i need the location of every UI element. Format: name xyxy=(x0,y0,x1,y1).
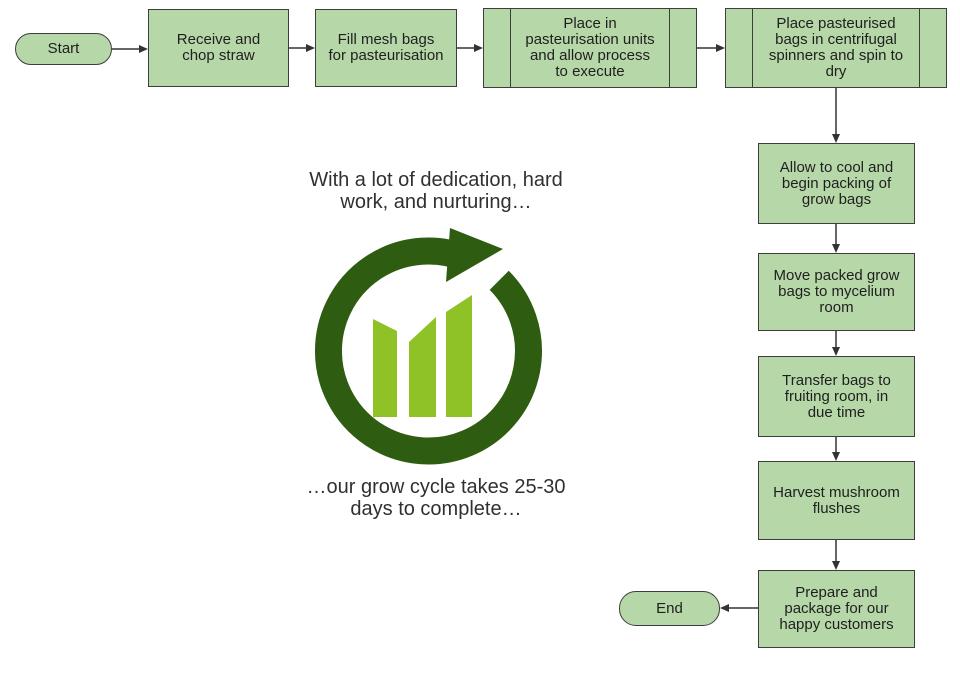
step-label: Place pasteurised bags in centrifugal sp… xyxy=(768,15,904,80)
predefined-process-left-bar xyxy=(752,9,753,87)
arrow-cool-to-move xyxy=(832,224,840,253)
step-label: Allow to cool and begin packing of grow … xyxy=(779,158,894,208)
step-label: Harvest mushroom flushes xyxy=(773,483,900,517)
logo-ring-arc xyxy=(315,237,542,465)
arrow-prepare-to-end xyxy=(720,604,758,612)
step-label: Fill mesh bags for pasteurisation xyxy=(328,31,444,64)
arrow-start-to-receive xyxy=(112,45,148,53)
step-transfer-to-fruiting-room: Transfer bags to fruiting room, in due t… xyxy=(758,356,915,437)
step-move-to-mycelium-room: Move packed grow bags to mycelium room xyxy=(758,253,915,331)
growth-cycle-chart-icon xyxy=(315,228,542,465)
step-label: Transfer bags to fruiting room, in due t… xyxy=(782,371,891,421)
arrow-harvest-to-prepare xyxy=(832,540,840,570)
arrow-pasteurise-to-spin xyxy=(697,44,725,52)
logo-bar-3 xyxy=(446,295,472,417)
logo-arrowhead-icon xyxy=(446,228,503,282)
arrow-transfer-to-harvest xyxy=(832,437,840,461)
step-label: Place in pasteurisation units and allow … xyxy=(525,15,655,80)
logo-bar-2 xyxy=(409,317,436,417)
step-prepare-and-package: Prepare and package for our happy custom… xyxy=(758,570,915,648)
step-label: Move packed grow bags to mycelium room xyxy=(773,267,900,316)
step-centrifugal-spinners: Place pasteurised bags in centrifugal sp… xyxy=(725,8,947,88)
logo-bar-1 xyxy=(373,319,397,417)
caption-dedication: With a lot of dedication, hard work, and… xyxy=(309,169,563,213)
step-allow-to-cool: Allow to cool and begin packing of grow … xyxy=(758,143,915,224)
predefined-process-right-bar xyxy=(919,9,920,87)
end-terminator: End xyxy=(619,591,720,626)
arrow-spin-to-cool xyxy=(832,88,840,143)
step-harvest-flushes: Harvest mushroom flushes xyxy=(758,461,915,540)
predefined-process-right-bar xyxy=(669,9,670,87)
step-label: Receive and chop straw xyxy=(176,31,261,64)
arrow-fill-to-pasteurise xyxy=(457,44,483,52)
step-fill-mesh-bags: Fill mesh bags for pasteurisation xyxy=(315,9,457,87)
step-label: Prepare and package for our happy custom… xyxy=(779,584,894,633)
predefined-process-left-bar xyxy=(510,9,511,87)
step-receive-and-chop-straw: Receive and chop straw xyxy=(148,9,289,87)
start-label: Start xyxy=(47,40,80,57)
arrow-receive-to-fill xyxy=(289,44,315,52)
logo-bar-chart-icon xyxy=(373,295,472,417)
end-label: End xyxy=(656,599,683,617)
arrow-move-to-transfer xyxy=(832,331,840,356)
step-pasteurisation-units: Place in pasteurisation units and allow … xyxy=(483,8,697,88)
caption-grow-cycle: …our grow cycle takes 25-30 days to comp… xyxy=(306,476,566,520)
start-terminator: Start xyxy=(15,33,112,65)
